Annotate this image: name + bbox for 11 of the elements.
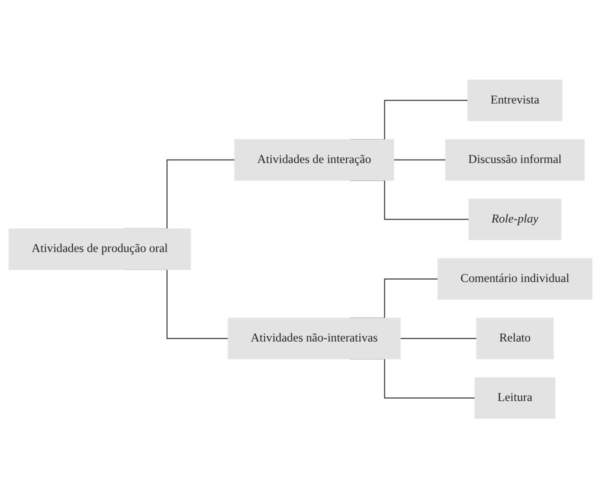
node-box: Entrevista	[468, 80, 562, 122]
connector	[393, 160, 446, 161]
node-box: Leitura	[474, 378, 556, 420]
node-box: Atividades de produção oral	[8, 228, 191, 270]
node-box: Discussão informal	[445, 139, 585, 181]
node-box: Role-play	[468, 199, 562, 240]
node-box: Atividades não-interativas	[228, 318, 401, 360]
connector	[400, 338, 478, 340]
node-box: Relato	[476, 318, 554, 360]
node-box: Atividades de interação	[234, 139, 394, 181]
node-box: Comentário individual	[438, 258, 592, 300]
